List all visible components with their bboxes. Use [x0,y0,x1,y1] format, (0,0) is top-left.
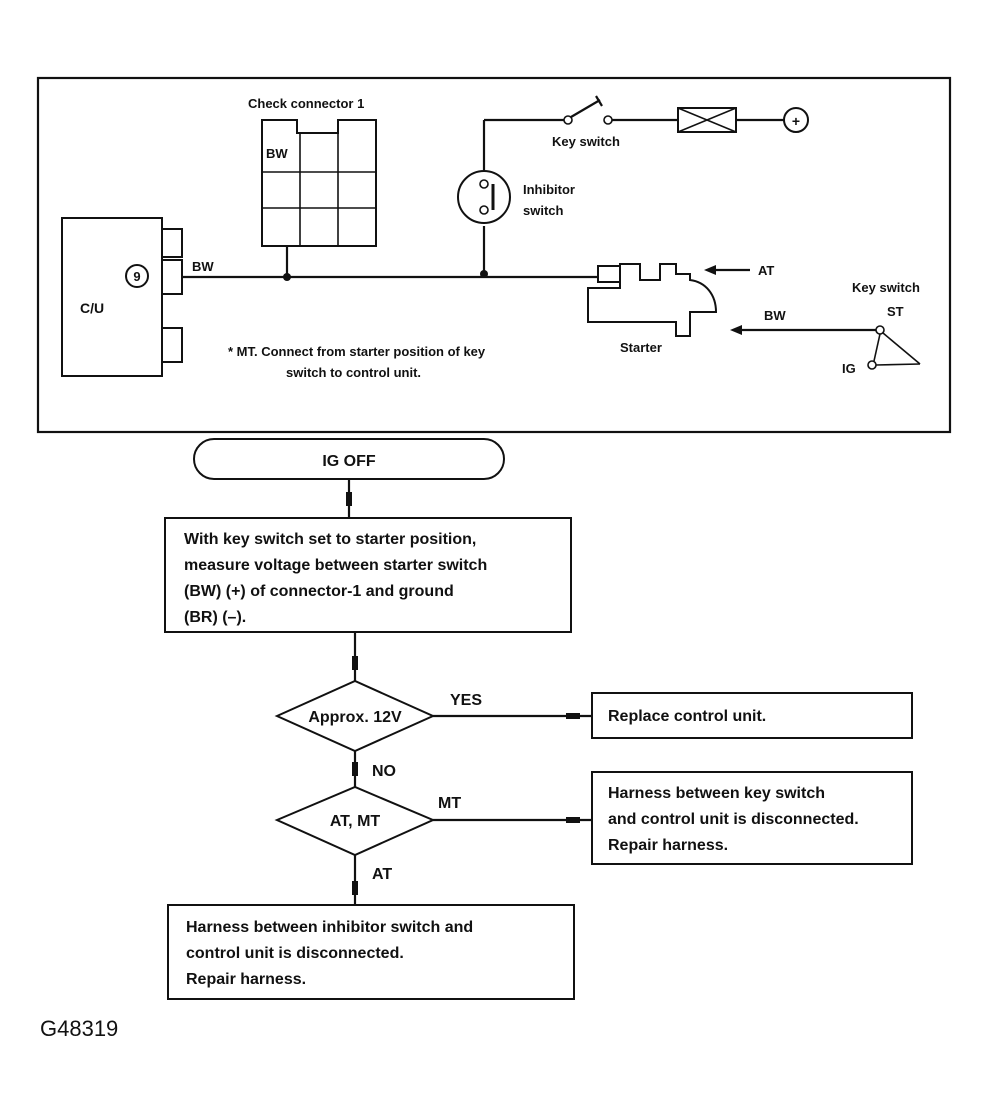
result-yes-text: Replace control unit. [608,708,766,725]
no-label: NO [372,763,396,780]
cu-wire-label: BW [192,259,214,274]
result-at-box [167,904,575,1000]
key-switch-top [563,95,613,125]
fuse-icon [677,107,737,133]
yes-label: YES [450,692,482,709]
result-at-line3: Repair harness. [186,971,306,988]
step1-line4: (BR) (–). [184,609,246,626]
st-label: ST [887,304,904,319]
step1-line2: measure voltage between starter switch [184,557,487,574]
battery-plus-icon: + [783,107,809,133]
result-mt-line2: and control unit is disconnected. [608,811,859,828]
control-unit: 9 C/U BW [61,217,214,377]
note-line1: * MT. Connect from starter position of k… [228,344,486,359]
starter-label: Starter [620,340,662,355]
decision2-label: AT, MT [330,813,381,830]
key-switch-right-label: Key switch [852,280,920,295]
key-switch-top-label: Key switch [552,134,620,149]
flowchart: IG OFF With key switch set to starter po… [164,438,913,1000]
check-connector: BW [261,119,377,247]
at-arrow-label: AT [758,263,774,278]
decision1-label: Approx. 12V [308,709,402,726]
start-label: IG OFF [322,453,376,470]
svg-text:+: + [792,113,800,129]
diagram-frame [36,76,952,434]
cu-label: C/U [80,300,104,316]
result-mt-line3: Repair harness. [608,837,728,854]
inhibitor-label-line1: Inhibitor [523,182,575,197]
wiring-diagram: Check connector 1 BW 9 C/U BW [36,76,952,434]
result-yes-box [591,692,913,739]
inhibitor-switch [457,170,511,224]
result-mt-line1: Harness between key switch [608,785,825,802]
figure-id: G48319 [40,1016,118,1041]
bw-pin-label: BW [266,146,288,161]
starter [587,263,718,337]
step1-line3: (BW) (+) of connector-1 and ground [184,583,454,600]
step1-line1: With key switch set to starter position, [184,531,476,548]
inhibitor-label-line2: switch [523,203,564,218]
check-connector-label: Check connector 1 [248,96,364,111]
result-at-line2: control unit is disconnected. [186,945,404,962]
step1-box [164,517,572,633]
ignition-key-switch [867,325,921,370]
at-label: AT [372,866,392,883]
mt-label: MT [438,795,461,812]
note-line2: switch to control unit. [286,365,421,380]
result-mt-box [591,771,913,865]
starter-wire-label: BW [764,308,786,323]
result-at-line1: Harness between inhibitor switch and [186,919,473,936]
ig-label: IG [842,361,856,376]
cu-pin-number: 9 [133,269,140,284]
